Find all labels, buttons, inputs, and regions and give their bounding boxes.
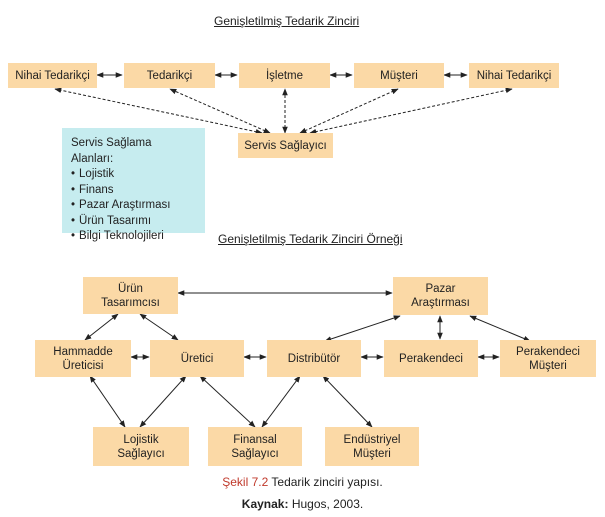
figure-source-label: Kaynak: xyxy=(241,497,289,511)
node-uretici: Üretici xyxy=(150,340,244,377)
node-musteri: Müşteri xyxy=(354,63,444,88)
node-pazar-arastirmasi: Pazar Araştırması xyxy=(393,277,488,315)
service-areas-panel: Servis Sağlama Alanları: Lojistik Finans… xyxy=(62,128,205,242)
top-diagram-title: Genişletilmiş Tedarik Zinciri xyxy=(214,14,360,28)
link-urun-hammadde xyxy=(84,313,119,341)
node-lojistik-saglayici: Lojistik Sağlayıcı xyxy=(93,427,189,466)
service-area-item: Ürün Tasarımı xyxy=(71,214,196,230)
figure-source-text: Hugos, 2003. xyxy=(291,497,364,511)
node-nihai-tedarikci-left: Nihai Tedarikçi xyxy=(8,63,97,88)
node-servis-saglayici: Servis Sağlayıcı xyxy=(238,133,333,158)
service-area-item: Finans xyxy=(71,183,196,199)
node-urun-tasarimcisi: Ürün Tasarımcısı xyxy=(83,277,178,314)
figure-caption: Şekil 7.2 Tedarik zinciri yapısı. xyxy=(0,475,605,489)
bottom-diagram-title: Genişletilmiş Tedarik Zinciri Örneği xyxy=(218,232,403,246)
node-isletme: İşletme xyxy=(239,63,330,88)
figure-caption-label: Şekil 7.2 xyxy=(222,475,269,489)
dash-servis-tedarikci xyxy=(169,88,271,134)
link-pazar-perakendeci-musteri xyxy=(469,315,531,342)
link-pazar-distributor xyxy=(324,315,401,342)
dash-servis-nihai-right xyxy=(309,87,513,135)
figure-source: Kaynak: Hugos, 2003. xyxy=(0,497,605,511)
node-perakendeci: Perakendeci xyxy=(384,340,478,377)
link-urun-uretici xyxy=(139,313,179,341)
link-uretici-lojistik xyxy=(139,375,187,428)
figure-caption-text: Tedarik zinciri yapısı. xyxy=(271,475,383,489)
service-areas-list: Lojistik Finans Pazar Araştırması Ürün T… xyxy=(71,167,196,245)
node-distributor: Distribütör xyxy=(267,340,361,377)
node-tedarikci: Tedarikçi xyxy=(124,63,215,88)
node-hammadde-ureticisi: Hammadde Üreticisi xyxy=(35,340,131,377)
node-perakendeci-musteri: Perakendeci Müşteri xyxy=(500,340,596,377)
link-distributor-finansal xyxy=(261,375,301,428)
link-hammadde-lojistik xyxy=(89,375,126,428)
service-area-item: Lojistik xyxy=(71,167,196,183)
service-area-item: Bilgi Teknolojileri xyxy=(71,229,196,245)
dash-servis-musteri xyxy=(299,88,399,134)
node-finansal-saglayici: Finansal Sağlayıcı xyxy=(208,427,302,466)
service-area-item: Pazar Araştırması xyxy=(71,198,196,214)
dash-servis-nihai-left xyxy=(54,87,263,135)
node-nihai-tedarikci-right: Nihai Tedarikçi xyxy=(469,63,559,88)
service-areas-heading: Servis Sağlama Alanları: xyxy=(71,137,152,165)
link-distributor-endustriyel xyxy=(322,375,373,428)
link-uretici-finansal xyxy=(199,375,256,428)
node-endustriyel-musteri: Endüstriyel Müşteri xyxy=(325,427,419,466)
